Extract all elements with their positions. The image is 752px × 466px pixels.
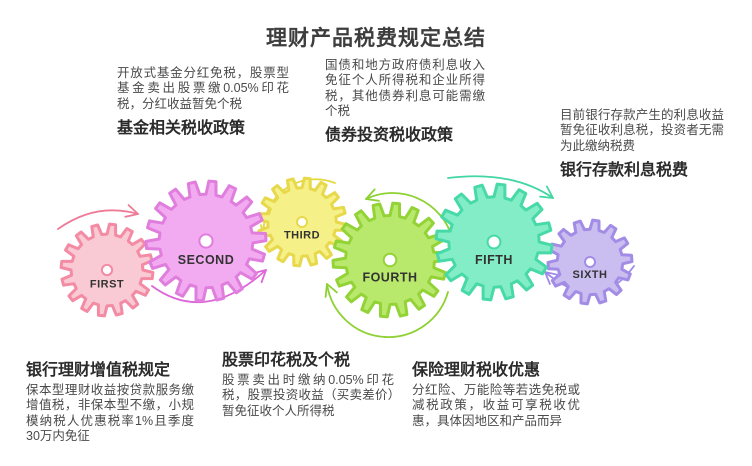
page-title: 理财产品税费规定总结 <box>266 27 486 50</box>
rotation-arrow-first <box>57 209 139 230</box>
note-insurance-tax: 保险理财税收优惠 分红险、万能险等若选免税或减税政策，收益可享税收优惠，具体因地… <box>412 354 580 429</box>
arrowhead-second-icon <box>252 269 267 284</box>
rotation-arrow-fourth-top <box>365 192 453 238</box>
note-bond-tax-body: 国债和地方政府债利息收入免征个人所得税和企业所得税，其他债券利息可能需缴个税 <box>325 58 485 118</box>
gear-hub <box>296 216 308 228</box>
rotation-arrow-second <box>151 269 267 304</box>
note-bank-vat: 银行理财增值税规定 保本型理财收益按贷款服务缴增值税，非保本型不缴，小规模纳税人… <box>26 354 194 444</box>
note-deposit-tax-heading: 银行存款利息税费 <box>560 161 689 179</box>
gear-hub <box>486 234 502 250</box>
gear-fourth: FOURTH <box>331 201 449 319</box>
gear-label: SIXTH <box>573 269 608 281</box>
gear-first: FIRST <box>59 222 155 318</box>
gear-fifth: FIFTH <box>434 182 554 302</box>
note-fund-tax: 开放式基金分红免税，股票型基金卖出股票缴0.05%印花税，分红收益暂免个税 基金… <box>117 66 289 141</box>
gear-hub <box>382 252 398 268</box>
gear-label: SECOND <box>178 253 234 267</box>
rotation-arrow-fifth <box>447 175 554 199</box>
note-insurance-tax-heading: 保险理财税收优惠 <box>412 362 541 379</box>
note-deposit-tax-body: 目前银行存款产生的利息收益暂免征收利息税，投资者无需为此缴纳税费 <box>560 108 724 153</box>
arrowhead-fourth-bottom-icon <box>324 283 338 298</box>
gear-third: THIRD <box>256 176 348 268</box>
gear-label: FIRST <box>90 279 124 291</box>
note-stamp-duty-heading: 股票印花税及个税 <box>222 352 351 369</box>
note-stamp-duty-body: 股票卖出时缴纳0.05%印花税，股票投资收益（买卖差价）暂免征收个人所得税 <box>222 373 394 418</box>
gear-label: THIRD <box>284 230 320 242</box>
note-bond-tax-heading: 债券投资税收政策 <box>325 127 454 144</box>
note-bank-vat-body: 保本型理财收益按贷款服务缴增值税，非保本型不缴，小规模纳税人优惠税率1%且季度3… <box>26 383 194 443</box>
note-deposit-tax: 目前银行存款产生的利息收益暂免征收利息税，投资者无需为此缴纳税费 银行存款利息税… <box>560 108 724 183</box>
rotation-arrow-fourth-bottom <box>326 283 449 338</box>
arrowhead-fifth-icon <box>539 185 554 199</box>
gear-sixth: SIXTH <box>546 218 634 306</box>
gear-hub <box>100 263 114 277</box>
gear-label: FIFTH <box>475 253 513 267</box>
gear-label: FOURTH <box>362 271 417 285</box>
gear-hub <box>198 233 214 249</box>
gear-second: SECOND <box>144 179 268 303</box>
note-bank-vat-heading: 银行理财增值税规定 <box>26 362 171 379</box>
note-fund-tax-heading: 基金相关税收政策 <box>117 119 246 137</box>
arrowhead-fourth-top-icon <box>365 188 380 202</box>
gear-hub <box>584 256 596 268</box>
note-bond-tax: 国债和地方政府债利息收入免征个人所得税和企业所得税，其他债券利息可能需缴个税 债… <box>325 58 485 148</box>
arrowhead-first-icon <box>124 204 139 218</box>
note-insurance-tax-body: 分红险、万能险等若选免税或减税政策，收益可享税收优惠，具体因地区和产品而异 <box>412 383 580 428</box>
note-fund-tax-body: 开放式基金分红免税，股票型基金卖出股票缴0.05%印花税，分红收益暂免个税 <box>117 66 289 111</box>
note-stamp-duty: 股票印花税及个税 股票卖出时缴纳0.05%印花税，股票投资收益（买卖差价）暂免征… <box>222 344 394 419</box>
